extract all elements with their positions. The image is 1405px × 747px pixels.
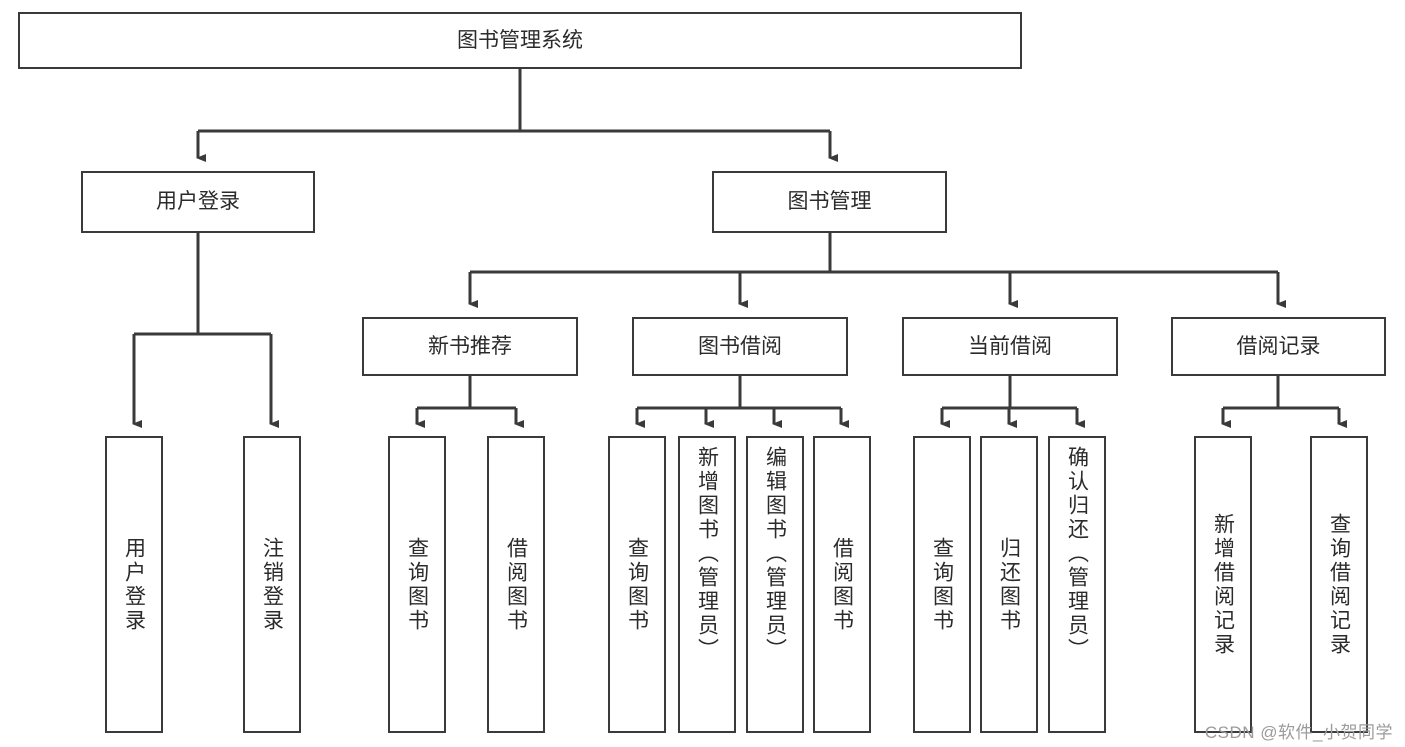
node-current-borrow[interactable]: 当前借阅 bbox=[902, 317, 1118, 376]
node-leaf-query-record[interactable]: 查询借阅记录 bbox=[1310, 436, 1368, 733]
node-leaf-query-book-3-label: 查询图书 bbox=[930, 536, 954, 633]
node-leaf-add-book[interactable]: 新增图书（管理员） bbox=[678, 436, 736, 733]
node-current-borrow-label: 当前借阅 bbox=[968, 334, 1052, 358]
node-leaf-add-book-label: 新增图书（管理员） bbox=[695, 446, 719, 662]
node-leaf-query-book-2[interactable]: 查询图书 bbox=[608, 436, 666, 733]
node-leaf-query-record-label: 查询借阅记录 bbox=[1327, 512, 1351, 657]
node-leaf-edit-book[interactable]: 编辑图书（管理员） bbox=[746, 436, 804, 733]
node-leaf-query-book-3[interactable]: 查询图书 bbox=[913, 436, 971, 733]
node-leaf-query-book-1[interactable]: 查询图书 bbox=[388, 436, 446, 733]
node-leaf-logout-login[interactable]: 注销登录 bbox=[243, 436, 301, 733]
node-borrow-record[interactable]: 借阅记录 bbox=[1171, 317, 1386, 376]
node-book-management[interactable]: 图书管理 bbox=[712, 171, 947, 233]
node-leaf-user-login[interactable]: 用户登录 bbox=[105, 436, 163, 733]
node-root-label: 图书管理系统 bbox=[457, 28, 583, 52]
node-new-book-recommend-label: 新书推荐 bbox=[428, 334, 512, 358]
node-leaf-edit-book-label: 编辑图书（管理员） bbox=[763, 446, 787, 662]
node-leaf-confirm-return[interactable]: 确认归还（管理员） bbox=[1048, 436, 1106, 733]
node-book-management-label: 图书管理 bbox=[787, 190, 872, 214]
node-leaf-user-login-label: 用户登录 bbox=[122, 536, 146, 633]
node-new-book-recommend[interactable]: 新书推荐 bbox=[362, 317, 578, 376]
node-root[interactable]: 图书管理系统 bbox=[18, 12, 1022, 69]
node-leaf-add-record-label: 新增借阅记录 bbox=[1211, 512, 1235, 657]
node-leaf-return-book[interactable]: 归还图书 bbox=[980, 436, 1038, 733]
node-leaf-logout-login-label: 注销登录 bbox=[260, 536, 284, 633]
node-leaf-borrow-book-1[interactable]: 借阅图书 bbox=[487, 436, 545, 733]
node-leaf-borrow-book-2-label: 借阅图书 bbox=[830, 536, 854, 633]
node-user-login[interactable]: 用户登录 bbox=[81, 171, 315, 233]
node-book-borrow[interactable]: 图书借阅 bbox=[632, 317, 848, 376]
node-leaf-confirm-return-label: 确认归还（管理员） bbox=[1065, 446, 1089, 662]
node-leaf-return-book-label: 归还图书 bbox=[997, 536, 1021, 633]
node-user-login-label: 用户登录 bbox=[156, 190, 240, 214]
watermark-text: CSDN @软件_小贺同学 bbox=[1204, 723, 1393, 742]
node-leaf-add-record[interactable]: 新增借阅记录 bbox=[1194, 436, 1252, 733]
node-leaf-query-book-2-label: 查询图书 bbox=[625, 536, 649, 633]
node-book-borrow-label: 图书借阅 bbox=[698, 334, 782, 358]
node-leaf-borrow-book-1-label: 借阅图书 bbox=[504, 536, 528, 633]
node-leaf-query-book-1-label: 查询图书 bbox=[405, 536, 429, 633]
node-leaf-borrow-book-2[interactable]: 借阅图书 bbox=[813, 436, 871, 733]
node-borrow-record-label: 借阅记录 bbox=[1236, 334, 1321, 358]
